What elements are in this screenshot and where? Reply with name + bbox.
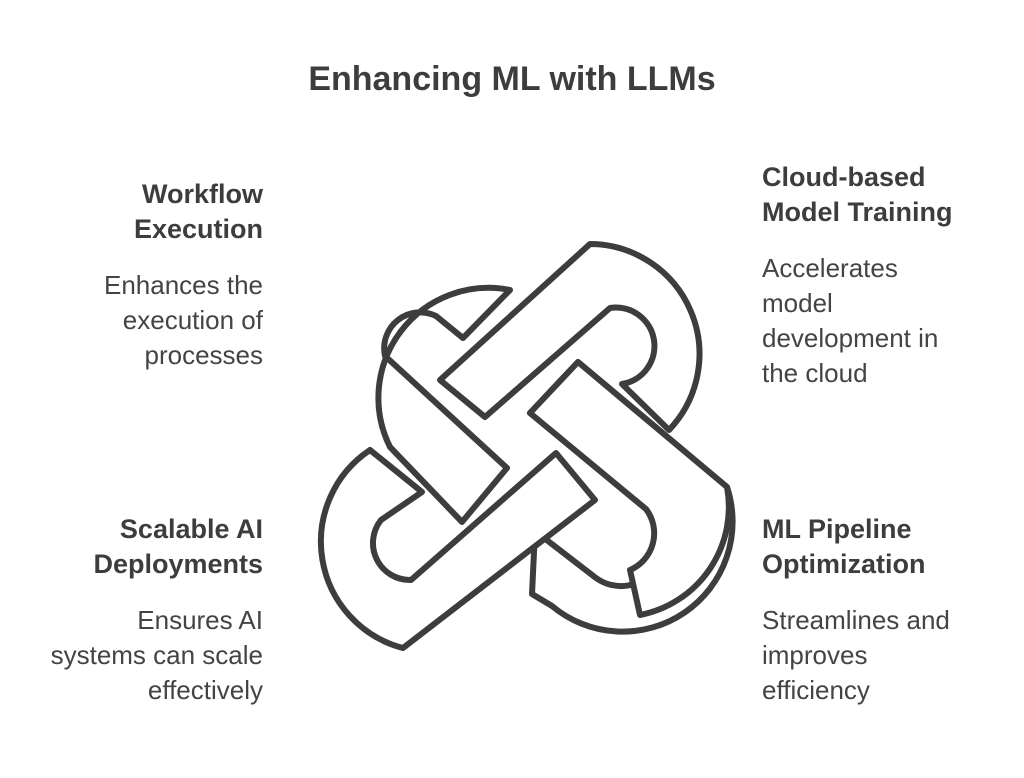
section-ml-pipeline-optimization: ML Pipeline Optimization Streamlines and…: [762, 512, 1012, 708]
section-cloud-model-training: Cloud-based Model Training Accelerates m…: [762, 160, 1012, 391]
heading-cloud-model-training: Cloud-based Model Training: [762, 162, 953, 227]
heading-workflow-execution: Workflow Execution: [133, 179, 263, 244]
knot-crossing-over: [527, 359, 732, 618]
description-workflow-execution: Enhances the execution of processes: [103, 270, 263, 370]
section-scalable-ai-deployments: Scalable AI Deployments Ensures AI syste…: [13, 512, 263, 708]
section-workflow-execution: Workflow Execution Enhances the executio…: [13, 177, 263, 373]
diagram-title: Enhancing ML with LLMs: [308, 60, 716, 98]
knot-loop-top-right: [437, 241, 703, 433]
heading-ml-pipeline-optimization: ML Pipeline Optimization: [762, 514, 926, 579]
knot-loop-bottom-left: [317, 447, 598, 651]
description-scalable-ai-deployments: Ensures AI systems can scale effectively: [50, 605, 263, 705]
heading-scalable-ai-deployments: Scalable AI Deployments: [93, 514, 263, 579]
knot-loop-top-left: [375, 284, 513, 525]
description-cloud-model-training: Accelerates model development in the clo…: [762, 253, 939, 388]
description-ml-pipeline-optimization: Streamlines and improves efficiency: [762, 605, 950, 705]
